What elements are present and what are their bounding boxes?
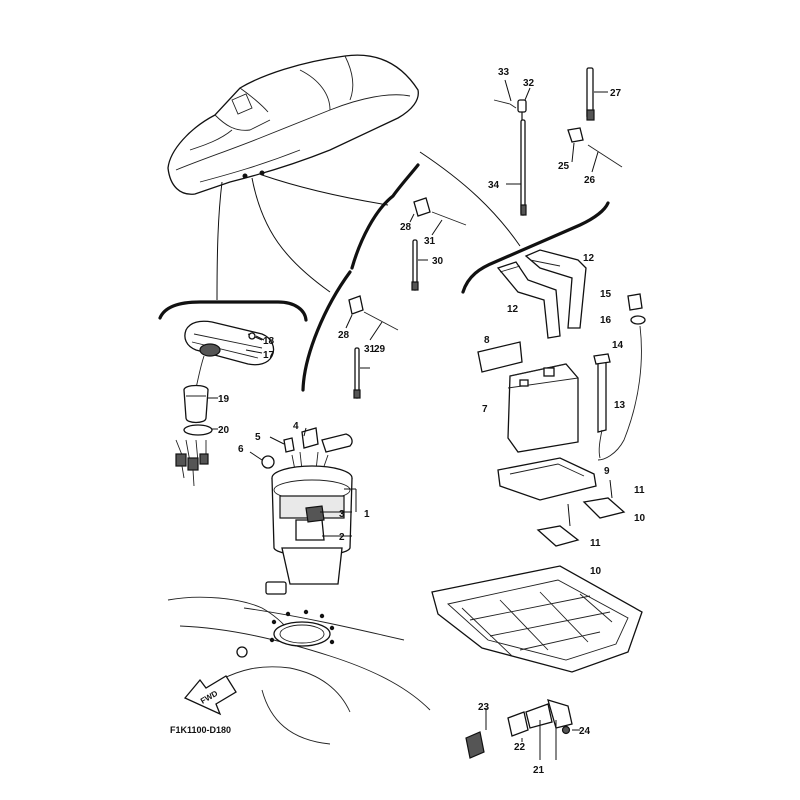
part-group-clamps-top: [493, 67, 623, 216]
callout-11a: 11: [634, 485, 645, 496]
callout-17: 17: [263, 350, 275, 361]
callout-5: 5: [255, 432, 261, 443]
callout-labels: 1 2 3 4 5 6 7 8 9 10 10 11 11 12 12 13 1…: [218, 67, 646, 776]
bracket-battery-group: [461, 201, 610, 294]
callout-24: 24: [579, 726, 591, 737]
callout-12a: 12: [583, 253, 595, 264]
callout-26: 26: [584, 175, 596, 186]
callout-20: 20: [218, 425, 230, 436]
callout-10b: 10: [590, 566, 602, 577]
callout-34: 34: [488, 180, 500, 191]
callout-31b: 31: [364, 344, 376, 355]
callout-28b: 28: [338, 330, 350, 341]
diagram-code: F1K1100-D180: [170, 725, 231, 735]
part-group-deck: [167, 596, 431, 745]
part-group-clamps-mid: [345, 197, 467, 399]
callout-8: 8: [484, 335, 490, 346]
bracket-upper-group: [350, 163, 420, 270]
callout-30: 30: [432, 256, 444, 267]
callout-23: 23: [478, 702, 490, 713]
callout-16: 16: [600, 315, 612, 326]
part-group-battery: [477, 249, 646, 547]
callout-27: 27: [610, 88, 622, 99]
callout-13: 13: [614, 400, 626, 411]
callout-32: 32: [523, 78, 535, 89]
callout-14: 14: [612, 340, 624, 351]
callout-1: 1: [364, 509, 370, 520]
callout-11b: 11: [590, 538, 601, 549]
callout-19: 19: [218, 394, 230, 405]
watercraft-overview: [167, 54, 419, 195]
callout-10a: 10: [634, 513, 646, 524]
callout-9: 9: [604, 466, 610, 477]
fwd-arrow-icon: FWD: [183, 675, 237, 716]
part-group-fuel-pump: [249, 427, 357, 595]
callout-18: 18: [263, 336, 275, 347]
callout-33: 33: [498, 67, 510, 78]
bracket-left-group: [158, 300, 308, 322]
callout-28a: 28: [400, 222, 412, 233]
callout-31a: 31: [424, 236, 436, 247]
callout-29: 29: [374, 344, 386, 355]
callout-6: 6: [238, 444, 244, 455]
callout-22: 22: [514, 742, 526, 753]
part-group-tray: [431, 565, 643, 673]
part-group-sensor: [465, 699, 580, 760]
callout-2: 2: [339, 532, 345, 543]
callout-7: 7: [482, 404, 488, 415]
callout-21: 21: [533, 765, 545, 776]
callout-25: 25: [558, 161, 570, 172]
callout-3: 3: [339, 509, 345, 520]
bracket-mid-group: [301, 270, 352, 392]
callout-15: 15: [600, 289, 612, 300]
part-group-fuel-cap: [175, 320, 275, 487]
callout-12b: 12: [507, 304, 519, 315]
callout-4: 4: [293, 421, 299, 432]
